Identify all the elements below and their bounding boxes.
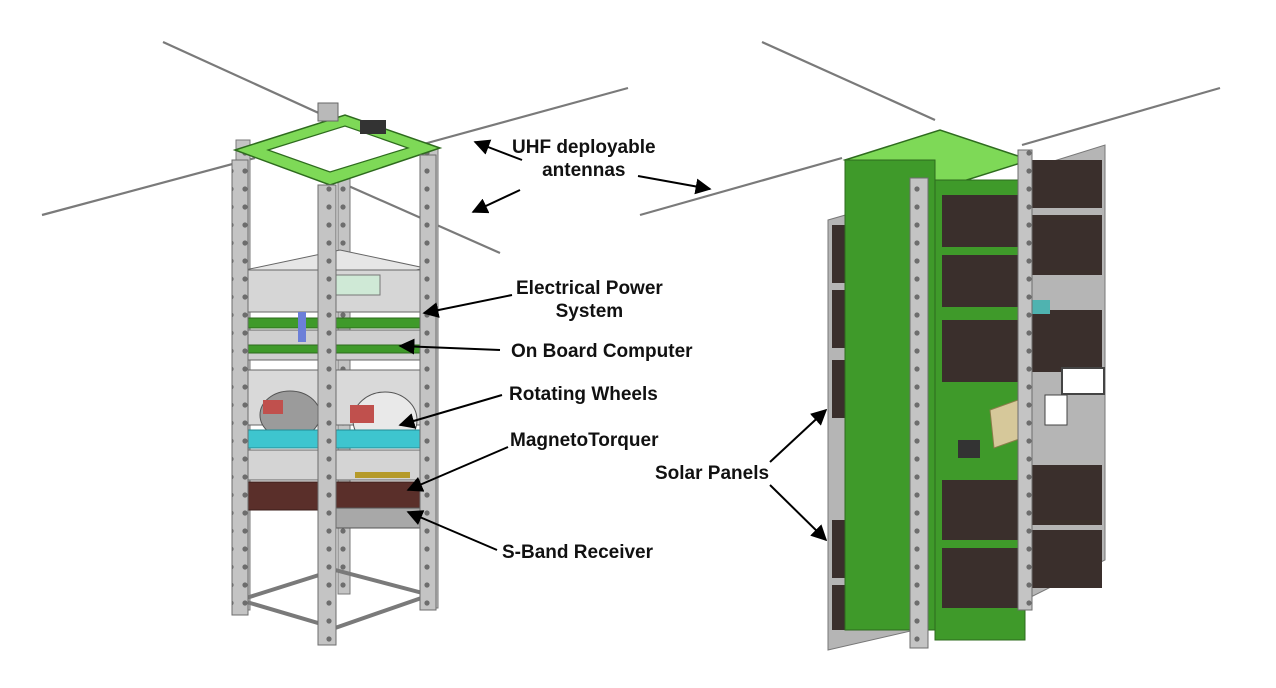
arrow-obc	[398, 338, 501, 355]
annotation-arrows	[398, 139, 828, 551]
arrow-sband	[406, 510, 498, 551]
label-electrical-power-system: Electrical Power System	[516, 278, 663, 322]
label-rotating-wheels: Rotating Wheels	[509, 384, 658, 405]
arrow-solar-top	[769, 408, 828, 463]
arrow-uhf-right	[637, 175, 712, 195]
arrow-uhf-bottom	[471, 189, 521, 214]
arrow-eps	[422, 294, 513, 318]
arrow-magnetotorquer	[406, 446, 509, 492]
cubesat-internal-view	[41, 40, 629, 646]
satellite-body	[842, 129, 1033, 641]
top-antenna-board	[232, 102, 443, 186]
label-solar-panels: Solar Panels	[655, 463, 770, 484]
label-on-board-computer: On Board Computer	[511, 341, 693, 362]
arrow-solar-bottom	[769, 484, 828, 542]
label-uhf-antennas: UHF deployable antennas	[512, 137, 656, 181]
label-s-band-receiver: S-Band Receiver	[502, 542, 654, 563]
arrow-uhf-top	[473, 139, 523, 161]
uhf-antenna-rods-left	[41, 40, 629, 255]
solar-panel-right	[1024, 144, 1106, 601]
label-magnetotorquer: MagnetoTorquer	[510, 430, 659, 451]
arrow-wheels	[398, 394, 503, 429]
cubesat-solar-panel-view	[639, 40, 1221, 651]
